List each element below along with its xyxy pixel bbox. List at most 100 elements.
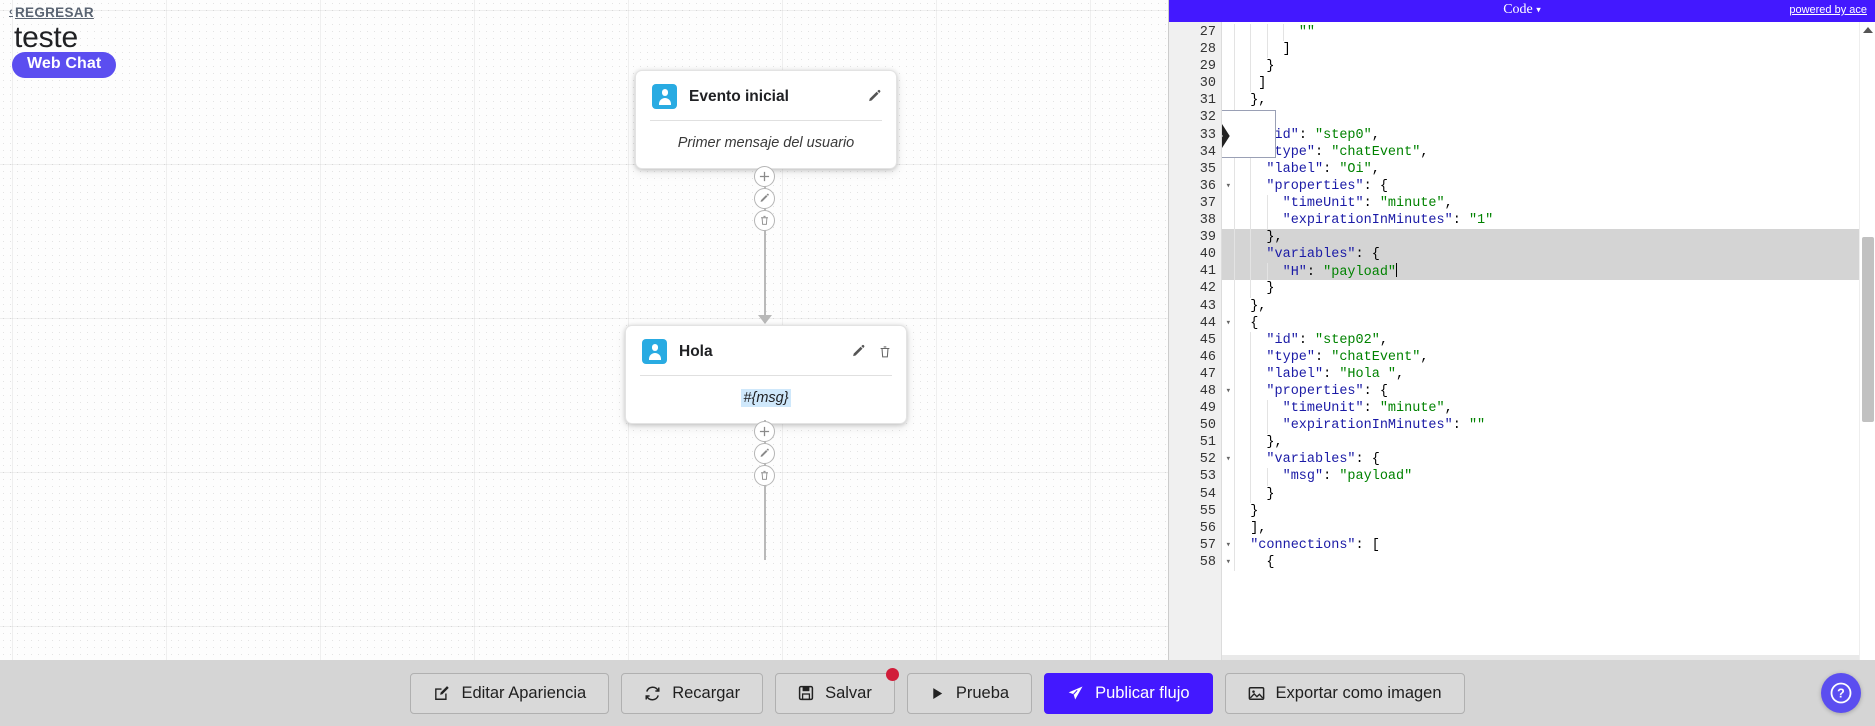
delete-icon[interactable] bbox=[754, 465, 775, 486]
edit-appearance-button[interactable]: Editar Apariencia bbox=[410, 672, 610, 714]
play-icon bbox=[930, 686, 945, 701]
fold-toggle-icon[interactable]: ▾ bbox=[1225, 317, 1231, 328]
fold-toggle-icon[interactable]: ▾ bbox=[1225, 556, 1231, 567]
line-number: 43 bbox=[1199, 298, 1216, 314]
code-editor[interactable]: 272829303132▾33343536▾37383940▾41424344▾… bbox=[1169, 22, 1875, 660]
code-line[interactable]: "label": "Oi", bbox=[1222, 160, 1875, 178]
refresh-icon bbox=[644, 685, 661, 702]
code-line[interactable]: "H": "payload" bbox=[1222, 263, 1875, 281]
edit-icon[interactable] bbox=[754, 188, 775, 209]
line-number: 57▾ bbox=[1199, 537, 1231, 553]
test-button[interactable]: Prueba bbox=[906, 672, 1033, 714]
code-line[interactable]: "id": "step02", bbox=[1222, 331, 1875, 349]
code-panel-title-label: Code bbox=[1503, 2, 1533, 17]
code-line[interactable]: "properties": { bbox=[1222, 177, 1875, 195]
code-line[interactable]: ] bbox=[1234, 41, 1291, 59]
code-line[interactable]: "expirationInMinutes": "1" bbox=[1222, 212, 1875, 230]
fold-toggle-icon[interactable]: ▾ bbox=[1225, 454, 1231, 465]
code-line[interactable]: } bbox=[1234, 280, 1275, 298]
add-icon[interactable] bbox=[754, 421, 775, 442]
scrollbar-thumb[interactable] bbox=[1862, 237, 1874, 422]
code-line[interactable]: "label": "Hola ", bbox=[1222, 365, 1875, 383]
fold-toggle-icon[interactable]: ▾ bbox=[1225, 180, 1231, 191]
fold-toggle-icon[interactable]: ▾ bbox=[1225, 539, 1231, 550]
node-divider bbox=[640, 375, 892, 376]
node-divider bbox=[650, 120, 882, 121]
line-number: 54 bbox=[1199, 486, 1216, 502]
code-line[interactable]: } bbox=[1234, 58, 1275, 76]
code-line[interactable]: } bbox=[1234, 485, 1275, 503]
code-line[interactable]: ] bbox=[1222, 75, 1875, 93]
delete-icon[interactable] bbox=[878, 345, 892, 359]
flow-canvas[interactable]: ‹ REGRESAR teste Web Chat Evento inicial… bbox=[0, 0, 1168, 660]
code-line[interactable]: "id": "step0", bbox=[1222, 126, 1875, 144]
code-line[interactable]: "variables": { bbox=[1222, 451, 1875, 469]
code-line[interactable]: "connections": [ bbox=[1222, 536, 1875, 554]
code-line[interactable]: }, bbox=[1222, 229, 1875, 247]
code-text-area[interactable]: ❯ "" ] } ] }, { "id": "step0", "type": "… bbox=[1222, 22, 1875, 660]
line-number: 56 bbox=[1199, 520, 1216, 536]
code-line[interactable]: }, bbox=[1234, 434, 1283, 452]
fold-toggle-icon[interactable]: ▾ bbox=[1225, 385, 1231, 396]
export-image-label: Exportar como imagen bbox=[1275, 683, 1442, 702]
line-number: 30 bbox=[1199, 76, 1216, 92]
code-panel-title[interactable]: Code ▾ bbox=[1169, 2, 1875, 18]
code-line[interactable]: "" bbox=[1222, 24, 1875, 42]
channel-badge: Web Chat bbox=[12, 52, 117, 78]
user-avatar-icon bbox=[652, 84, 677, 109]
line-number: 55 bbox=[1199, 503, 1216, 519]
line-number: 40▾ bbox=[1169, 246, 1231, 263]
horizontal-scrollbar[interactable] bbox=[1222, 655, 1859, 660]
image-icon bbox=[1248, 685, 1265, 702]
edit-square-icon bbox=[433, 685, 450, 702]
line-number: 32▾ bbox=[1169, 109, 1231, 126]
code-line[interactable]: ], bbox=[1234, 519, 1267, 537]
flow-node-hola[interactable]: Hola #{msg} bbox=[625, 325, 907, 424]
code-line[interactable]: { bbox=[1234, 314, 1259, 332]
save-button[interactable]: Salvar bbox=[775, 667, 899, 714]
node-body: #{msg} bbox=[626, 376, 906, 423]
line-number: 27 bbox=[1199, 25, 1216, 40]
connector-line-2 bbox=[764, 420, 766, 560]
code-editor-panel: Code ▾ powered by ace 272829303132▾33343… bbox=[1168, 0, 1875, 660]
line-number: 45 bbox=[1199, 332, 1216, 348]
code-fold-widget[interactable]: ❯ bbox=[1222, 110, 1276, 158]
vertical-scrollbar[interactable] bbox=[1859, 22, 1875, 660]
save-label: Salvar bbox=[825, 683, 872, 702]
export-image-button[interactable]: Exportar como imagen bbox=[1224, 672, 1465, 714]
code-line[interactable]: }, bbox=[1234, 297, 1267, 315]
code-line[interactable]: { bbox=[1222, 109, 1875, 127]
reload-button[interactable]: Recargar bbox=[621, 672, 764, 714]
powered-by-link[interactable]: powered by ace bbox=[1789, 4, 1867, 16]
code-line[interactable]: "variables": { bbox=[1222, 246, 1875, 264]
publish-flow-button[interactable]: Publicar flujo bbox=[1044, 672, 1213, 714]
code-panel-header: Code ▾ powered by ace bbox=[1169, 0, 1875, 22]
code-line[interactable]: "type": "chatEvent", bbox=[1222, 143, 1875, 161]
code-line[interactable]: "properties": { bbox=[1222, 382, 1875, 401]
edit-icon[interactable] bbox=[754, 443, 775, 464]
code-line[interactable]: "expirationInMinutes": "" bbox=[1222, 417, 1875, 435]
code-line[interactable]: } bbox=[1234, 502, 1259, 520]
node-header: Evento inicial bbox=[636, 71, 896, 120]
back-link[interactable]: ‹ REGRESAR bbox=[9, 5, 94, 20]
help-button[interactable]: ? bbox=[1821, 673, 1861, 713]
delete-icon[interactable] bbox=[754, 210, 775, 231]
code-line[interactable]: "msg": "payload" bbox=[1222, 468, 1875, 486]
add-icon[interactable] bbox=[754, 166, 775, 187]
code-line[interactable]: "timeUnit": "minute", bbox=[1222, 400, 1875, 418]
line-number: 48▾ bbox=[1199, 383, 1231, 399]
code-line[interactable]: "type": "chatEvent", bbox=[1222, 348, 1875, 366]
connector-actions-2 bbox=[754, 421, 775, 487]
code-line[interactable]: }, bbox=[1234, 92, 1267, 110]
scroll-up-arrow-icon[interactable] bbox=[1863, 27, 1873, 33]
unsaved-changes-badge bbox=[885, 667, 899, 681]
flow-node-evento-inicial[interactable]: Evento inicial Primer mensaje del usuari… bbox=[635, 70, 897, 169]
code-line[interactable]: "timeUnit": "minute", bbox=[1222, 194, 1875, 213]
line-number-gutter: 272829303132▾33343536▾37383940▾41424344▾… bbox=[1169, 22, 1231, 660]
code-line[interactable]: { bbox=[1234, 553, 1275, 571]
back-link-label: REGRESAR bbox=[14, 5, 94, 20]
edit-icon[interactable] bbox=[867, 89, 882, 104]
edit-icon[interactable] bbox=[851, 344, 866, 359]
node-header: Hola bbox=[626, 326, 906, 375]
